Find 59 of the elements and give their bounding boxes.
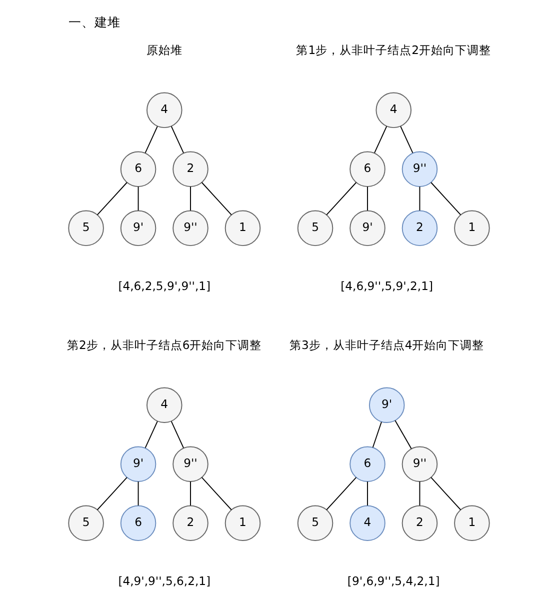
node-circle: 5 bbox=[68, 210, 104, 246]
label: 原始堆 bbox=[146, 43, 182, 58]
connector bbox=[418, 481, 420, 506]
connector bbox=[96, 182, 127, 216]
diagram-title: 一、建堆 bbox=[68, 14, 120, 30]
label: [4,6,2,5,9',9'',1] bbox=[118, 279, 210, 294]
label: [4,9',9'',5,6,2,1] bbox=[118, 574, 210, 588]
node-circle: 6 bbox=[120, 505, 156, 542]
node-circle: 9' bbox=[349, 210, 385, 246]
label: 第1步，从非叶子结点2开始向下调整 bbox=[296, 43, 490, 58]
connector bbox=[374, 126, 387, 154]
connector bbox=[430, 477, 461, 510]
connector bbox=[144, 420, 158, 448]
connector bbox=[200, 477, 232, 510]
node-circle: 5 bbox=[68, 505, 104, 542]
node-circle: 1 bbox=[454, 210, 490, 246]
node-circle: 2 bbox=[401, 505, 438, 542]
connector bbox=[170, 126, 184, 154]
connector bbox=[200, 182, 232, 216]
node-circle: 9' bbox=[368, 387, 404, 424]
node-circle: 1 bbox=[224, 505, 260, 542]
node-circle: 5 bbox=[296, 505, 333, 542]
label: [4,6,9'',5,9',2,1] bbox=[340, 279, 433, 294]
node-circle: 4 bbox=[146, 387, 182, 424]
node-circle: 1 bbox=[224, 210, 260, 246]
node-circle: 5 bbox=[296, 210, 333, 246]
node-circle: 4 bbox=[146, 92, 182, 128]
connector bbox=[366, 186, 368, 211]
node-circle: 2 bbox=[401, 210, 438, 246]
node-circle: 6 bbox=[349, 446, 385, 482]
node-circle: 2 bbox=[172, 151, 208, 188]
connector bbox=[366, 481, 368, 506]
connector bbox=[326, 182, 356, 216]
node-circle: 9'' bbox=[172, 446, 208, 482]
connector bbox=[418, 186, 420, 211]
node-circle: 6 bbox=[120, 151, 156, 188]
connector bbox=[144, 126, 158, 154]
connector bbox=[394, 420, 412, 450]
connector bbox=[96, 477, 127, 510]
connector bbox=[326, 477, 356, 510]
node-circle: 4 bbox=[349, 505, 385, 542]
connector bbox=[170, 420, 184, 448]
node-circle: 9'' bbox=[401, 446, 438, 482]
label: 第3步，从非叶子结点4开始向下调整 bbox=[288, 338, 484, 352]
connector bbox=[430, 182, 461, 216]
label: [9',6,9'',5,4,2,1] bbox=[346, 574, 440, 588]
node-circle: 1 bbox=[454, 505, 490, 542]
label: 第2步，从非叶子结点6开始向下调整 bbox=[66, 338, 262, 352]
node-circle: 2 bbox=[172, 505, 208, 542]
connector bbox=[372, 422, 382, 448]
connector bbox=[137, 186, 138, 211]
connector bbox=[137, 481, 138, 506]
connector bbox=[400, 126, 413, 154]
node-circle: 6 bbox=[349, 151, 385, 188]
node-circle: 9'' bbox=[401, 151, 438, 188]
node-circle: 9' bbox=[120, 210, 156, 246]
node-circle: 9'' bbox=[172, 210, 208, 246]
node-circle: 4 bbox=[375, 92, 411, 128]
node-circle: 9' bbox=[120, 446, 156, 482]
